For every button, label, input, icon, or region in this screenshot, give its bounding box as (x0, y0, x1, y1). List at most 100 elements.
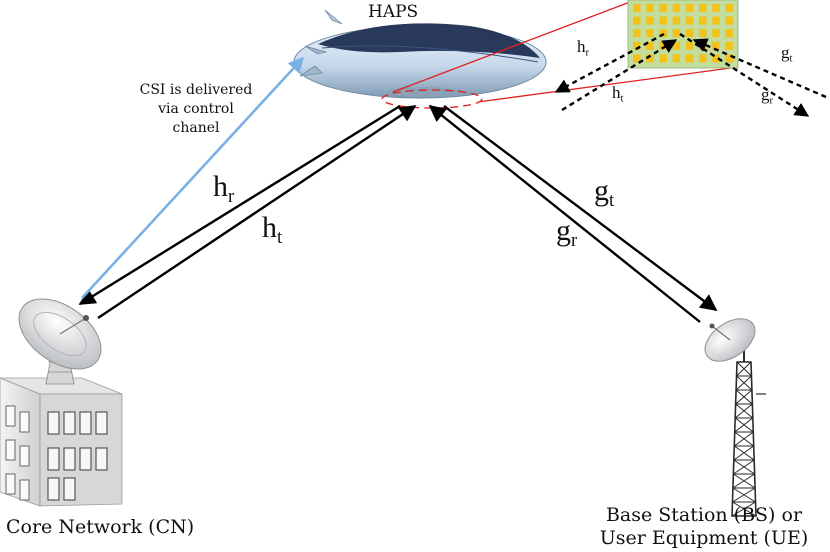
antenna-element (712, 16, 720, 25)
label-gr-panel: gr (761, 85, 774, 107)
antenna-element (646, 41, 654, 50)
building-window (95, 447, 108, 471)
base-station-dish-icon (704, 318, 756, 362)
tower-strut (734, 403, 753, 419)
antenna-element (699, 4, 707, 12)
link-hr-arrow (78, 104, 401, 306)
antenna-element (725, 16, 733, 25)
antenna-element (685, 29, 694, 38)
label-ht-panel: ht (612, 83, 624, 105)
building-window (19, 445, 30, 467)
building-window (19, 479, 30, 501)
antenna-element (699, 54, 707, 63)
antenna-element (646, 4, 654, 12)
link-ht-arrow (97, 105, 417, 319)
tower-strut (731, 501, 756, 517)
building-window (19, 411, 30, 433)
tower-strut (732, 473, 755, 489)
tower-strut (735, 375, 752, 391)
building-window (79, 411, 92, 435)
antenna-element (672, 16, 681, 25)
building-window (63, 477, 76, 501)
csi-annotation-line-1: CSI is delivered (139, 82, 253, 98)
csi-annotation-line-2: via control (158, 101, 234, 117)
antenna-element (646, 29, 654, 38)
antenna-element (685, 54, 694, 63)
base-station-label-line-2: User Equipment (UE) (599, 527, 809, 549)
building-window (5, 405, 16, 427)
building-window (63, 411, 76, 435)
building-window (47, 411, 60, 435)
label-hr-panel: hr (577, 37, 590, 59)
antenna-element (685, 41, 694, 50)
building-window (79, 447, 92, 471)
zoom-line-bottom (477, 66, 739, 103)
building-window (5, 473, 16, 495)
antenna-element (699, 16, 707, 25)
beam-hr-dashed (554, 32, 665, 94)
antenna-element (685, 4, 694, 12)
antenna-element (659, 16, 667, 25)
tower-strut (733, 445, 755, 461)
label-hr-main: hr (213, 170, 235, 207)
beam-gt-dashed (679, 32, 810, 118)
antenna-element (672, 54, 681, 63)
tower-strut (732, 487, 756, 503)
base-station-label-line-1: Base Station (BS) or (605, 504, 803, 526)
tower-strut (735, 389, 753, 405)
haps-label: HAPS (368, 2, 419, 22)
beam-ht-dashed (561, 38, 678, 112)
antenna-element (672, 41, 681, 50)
core-network-label: Core Network (CN) (6, 516, 195, 538)
link-gt-arrow (443, 105, 718, 312)
antenna-element (712, 29, 720, 38)
label-gr-main: gr (556, 214, 578, 251)
building-window (95, 411, 108, 435)
building-window (47, 447, 60, 471)
tower-strut (733, 431, 754, 447)
antenna-element (725, 54, 733, 63)
antenna-element (712, 41, 720, 50)
csi-annotation: CSI is delivered via control chanel (122, 81, 270, 138)
tower-lattice (731, 361, 757, 517)
antenna-element (659, 54, 667, 63)
tower-strut (733, 459, 755, 475)
label-gt-panel: gt (781, 43, 793, 65)
core-network-dish-icon (18, 298, 102, 385)
antenna-element (672, 4, 681, 12)
antenna-element (633, 54, 641, 63)
beam-gr-dashed (692, 38, 827, 99)
csi-control-arrow (81, 56, 305, 299)
csi-annotation-line-3: chanel (172, 120, 220, 136)
antenna-element (712, 4, 720, 12)
base-station-tower-icon (731, 350, 766, 517)
building-window (5, 439, 16, 461)
core-network-building-icon (0, 377, 123, 507)
link-gr-arrow (428, 104, 701, 323)
zoom-line-top (392, 1, 631, 93)
antenna-element (725, 29, 733, 38)
antenna-element (685, 16, 694, 25)
antenna-element (672, 29, 681, 38)
antenna-element (633, 41, 641, 50)
label-ht-main: ht (262, 211, 283, 248)
antenna-element (725, 41, 733, 50)
tower-strut (736, 361, 752, 377)
base-station-label: Base Station (BS) or User Equipment (UE) (588, 504, 820, 550)
building-window (47, 477, 60, 501)
antenna-element (633, 16, 641, 25)
tower-strut (734, 417, 754, 433)
building-windows (5, 405, 108, 501)
antenna-element (712, 54, 720, 63)
antenna-element (646, 16, 654, 25)
antenna-element (659, 4, 667, 12)
antenna-element (646, 54, 654, 63)
antenna-element (633, 29, 641, 38)
haps-airship-icon (293, 9, 547, 99)
antenna-element (633, 4, 641, 12)
antenna-element (725, 4, 733, 12)
label-gt-main: gt (594, 174, 615, 211)
antenna-element (699, 29, 707, 38)
antenna-array-panel (627, 0, 739, 69)
